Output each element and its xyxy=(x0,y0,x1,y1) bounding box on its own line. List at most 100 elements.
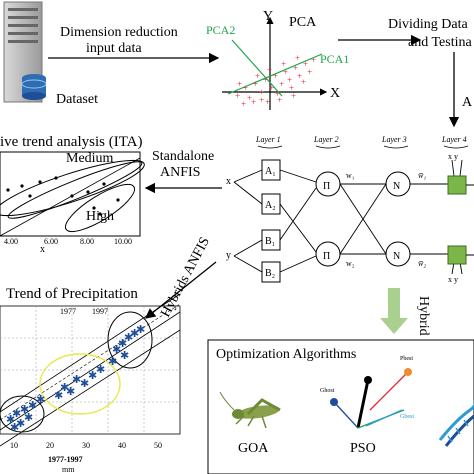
pca-plot: ++++++++++++++++++++++++++++++ Y X PCA2 … xyxy=(206,9,349,110)
pca2-axis xyxy=(231,39,283,97)
svg-text:Π: Π xyxy=(323,251,330,262)
pca-point: + xyxy=(281,59,286,69)
node-pi-2: Π xyxy=(315,241,341,267)
pca-point: + xyxy=(291,91,296,101)
precip-x-tick-4: 50 xyxy=(154,441,162,450)
dividing-line1: Dividing Data xyxy=(388,17,468,32)
node-a1: A₁ xyxy=(261,159,281,181)
xy-bottom-label: x y xyxy=(448,275,458,284)
precip-points: ✱✱✱✱✱✱✱✱✱✱✱✱✱✱✱✱✱✱✱✱✱✱ xyxy=(6,324,145,434)
precip-point: ✱ xyxy=(120,350,129,362)
pca-point: + xyxy=(243,83,248,93)
pca-point: + xyxy=(267,65,272,75)
precip-point: ✱ xyxy=(124,332,133,344)
svg-text:N: N xyxy=(393,251,400,262)
precip-point: ✱ xyxy=(88,370,97,382)
precip-point: ✱ xyxy=(66,386,75,398)
precip-top-left-tick: 1977 xyxy=(60,307,76,316)
output-node-2 xyxy=(447,245,467,265)
layer-3-label: Layer 3 xyxy=(381,135,407,144)
ita-point xyxy=(20,184,24,188)
cut-letter: A xyxy=(462,95,473,110)
pca-point: + xyxy=(293,63,298,73)
goa-label: GOA xyxy=(238,441,269,456)
pca1-label: PCA1 xyxy=(320,52,349,66)
ita-point xyxy=(102,182,106,186)
pso-ghost-label: Ghost xyxy=(320,388,335,394)
optimization-title: Optimization Algorithms xyxy=(216,347,356,362)
dna-icon xyxy=(438,400,474,447)
pca-point: + xyxy=(269,83,274,93)
dim-reduction-line2: input data xyxy=(86,41,142,56)
pca-point: + xyxy=(235,91,240,101)
pca-point: + xyxy=(259,87,264,97)
standalone-line1: Standalone xyxy=(152,149,214,164)
svg-text:N: N xyxy=(393,181,400,192)
precip-x-tick-2: 30 xyxy=(82,441,90,450)
precip-point: ✱ xyxy=(28,400,37,412)
precip-point: ✱ xyxy=(112,344,121,356)
pca-axis-y-label: Y xyxy=(263,9,273,24)
hybrid-arrow xyxy=(380,288,408,334)
input-y: y xyxy=(226,250,231,261)
precip-point: ✱ xyxy=(136,324,145,336)
precip-unit: mm xyxy=(62,465,75,474)
pca-point: + xyxy=(287,75,292,85)
precip-point: ✱ xyxy=(54,390,63,402)
precip-plot: ✱✱✱✱✱✱✱✱✱✱✱✱✱✱✱✱✱✱✱✱✱✱ xyxy=(0,293,181,447)
ita-point xyxy=(6,188,10,192)
w2-label: w₂ xyxy=(346,259,355,268)
svg-text:A₁: A₁ xyxy=(265,166,276,177)
hybrids-anfis-label: Hybrids ANFIS xyxy=(158,235,213,320)
pso-pbest-label: Pbest xyxy=(400,356,413,362)
pca-point: + xyxy=(295,53,300,63)
anfis-network: Layer 1 Layer 2 Layer 3 Layer 4 x y xyxy=(226,135,474,284)
database-icon xyxy=(21,74,47,100)
pso-vector-diagram: Ghost Pbest Gbest xyxy=(320,356,414,429)
precip-x-tick-3: 40 xyxy=(118,441,126,450)
ita-point xyxy=(54,176,58,180)
pca-point: + xyxy=(275,89,280,99)
precip-point: ✱ xyxy=(6,414,15,426)
precip-x-tick-0: 10 xyxy=(10,441,18,450)
precip-point: ✱ xyxy=(36,394,45,406)
hybrid-label: Hybrid xyxy=(416,296,431,336)
ita-point xyxy=(86,190,90,194)
ita-x-label: x xyxy=(40,244,45,255)
pca-point: + xyxy=(273,71,278,81)
pca-point: + xyxy=(263,75,268,85)
dim-reduction-line1: Dimension reduction xyxy=(60,25,178,40)
svg-text:B₂: B₂ xyxy=(265,268,275,279)
svg-text:B₁: B₁ xyxy=(265,236,275,247)
pca-point: + xyxy=(307,67,312,77)
ita-title: ive trend analysis (ITA) xyxy=(0,134,143,150)
pca-point: + xyxy=(237,79,242,89)
precip-point: ✱ xyxy=(72,374,81,386)
layer-1-label: Layer 1 xyxy=(255,135,281,144)
pca2-label: PCA2 xyxy=(206,23,235,37)
precip-title: Trend of Precipitation xyxy=(6,286,138,302)
svg-text:Π: Π xyxy=(323,181,330,192)
ita-point xyxy=(28,194,32,198)
ita-point xyxy=(92,206,96,210)
pca-point: + xyxy=(255,71,260,81)
xy-top-label: x y xyxy=(448,152,458,161)
precip-point: ✱ xyxy=(12,408,21,420)
node-a2: A₂ xyxy=(261,193,281,215)
pca-point: + xyxy=(265,97,270,107)
precip-top-right-tick: 1997 xyxy=(92,307,108,316)
output-node-1 xyxy=(447,175,467,195)
layer-2-label: Layer 2 xyxy=(313,135,339,144)
dividing-line2: and Testina xyxy=(408,35,472,50)
precip-period: 1977-1997 xyxy=(48,455,83,464)
node-pi-1: Π xyxy=(315,171,341,197)
ita-point xyxy=(70,194,74,198)
ita-plot: Medium High xyxy=(0,151,145,237)
pca-point: + xyxy=(253,79,258,89)
pca-point: + xyxy=(259,95,264,105)
ita-tick-3: 10.00 xyxy=(114,237,132,246)
pca-point: + xyxy=(279,79,284,89)
precip-point: ✱ xyxy=(10,422,19,434)
ita-tick-0: 4.00 xyxy=(4,237,18,246)
